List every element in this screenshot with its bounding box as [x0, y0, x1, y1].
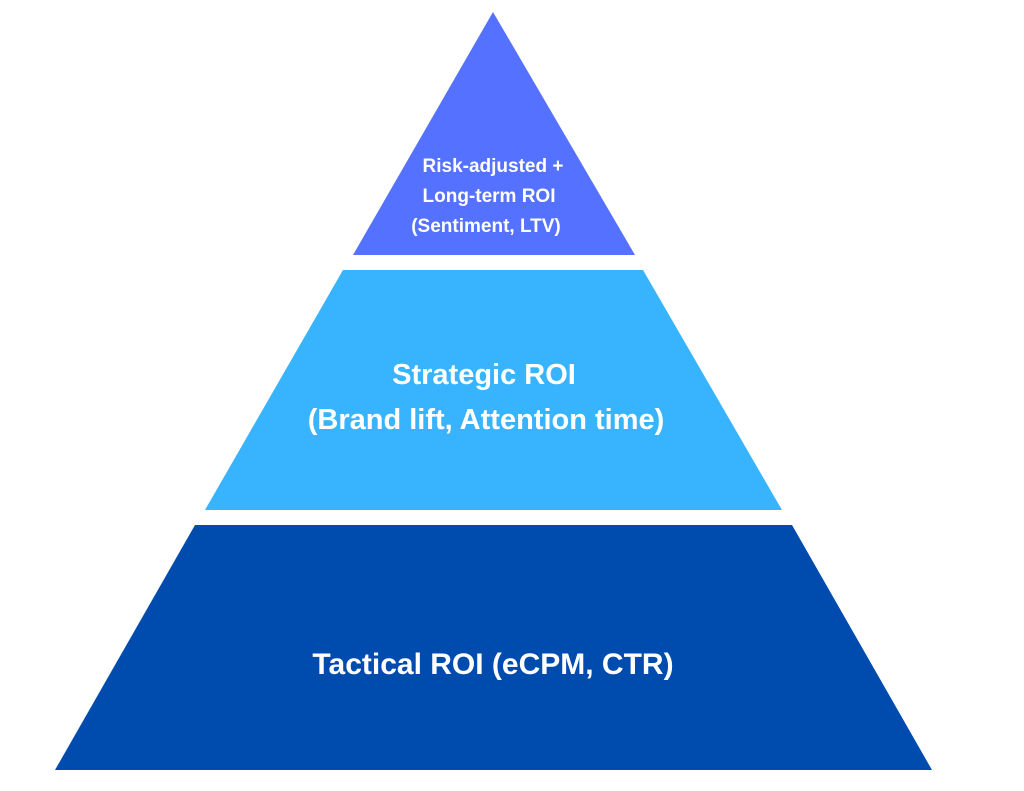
tier-middle-line-2: (Brand lift, Attention time) [308, 404, 665, 436]
pyramid-tier-bottom: Tactical ROI (eCPM, CTR) [55, 525, 932, 770]
tier-middle-line-1: Strategic ROI [392, 359, 576, 391]
pyramid-tier-middle: Strategic ROI (Brand lift, Attention tim… [205, 270, 782, 510]
tier-bottom-line-1: Tactical ROI (eCPM, CTR) [312, 648, 673, 681]
tier-top-line-3: (Sentiment, LTV) [411, 216, 561, 237]
tier-top-line-1: Risk-adjusted + [423, 156, 564, 177]
pyramid-tier-top: Risk-adjusted + Long-term ROI (Sentiment… [353, 12, 635, 255]
tier-middle-shape [205, 270, 782, 510]
tier-top-line-2: Long-term ROI [423, 186, 556, 207]
tier-bottom-shape [55, 525, 932, 770]
tier-top-shape [353, 12, 635, 255]
